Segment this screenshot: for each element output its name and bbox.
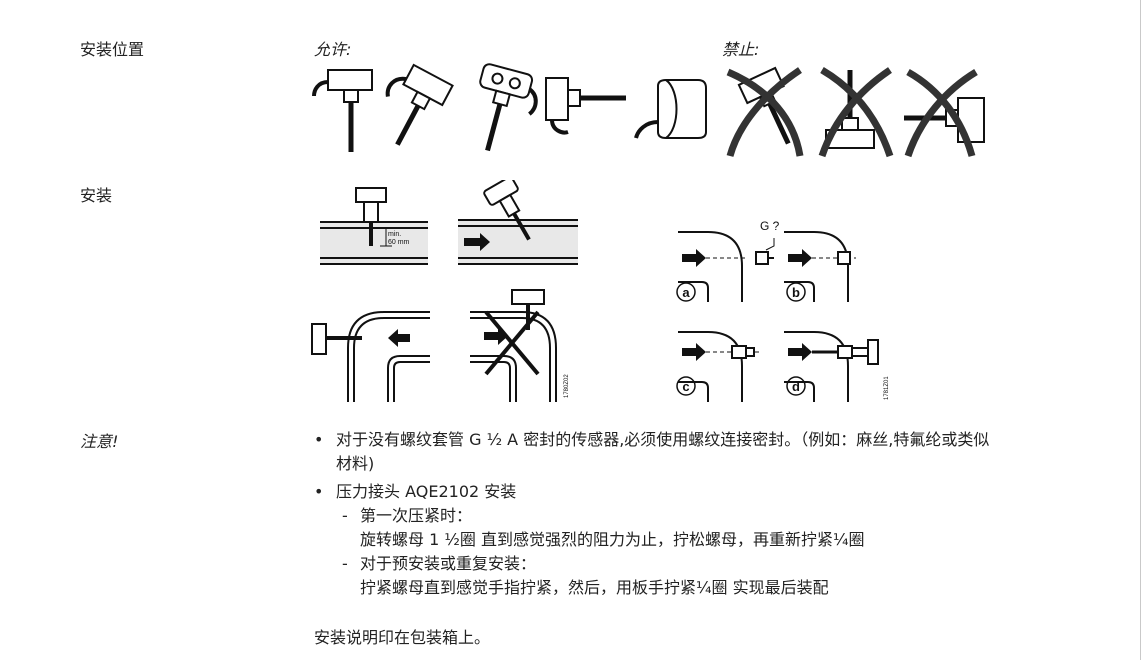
min-label: min. bbox=[388, 231, 401, 238]
step-b bbox=[784, 231, 856, 302]
allowed-position-glands bbox=[479, 63, 538, 152]
note-bullet-compression-title: 压力接头 AQE2102 安装 bbox=[336, 482, 517, 501]
dash-marker: - bbox=[342, 506, 348, 525]
dash-marker: - bbox=[342, 554, 348, 573]
pipe-elbow-sensor bbox=[311, 311, 430, 402]
allowed-position-vertical bbox=[312, 69, 373, 152]
section-label-install: 安装 bbox=[80, 186, 113, 205]
note-bullet-compression-fitting: 压力接头 AQE2102 安装 - 第一次压紧时： 旋转螺母 1 ½圈 直到感觉… bbox=[314, 480, 994, 600]
step-c bbox=[676, 331, 762, 402]
min-value: 60 mm bbox=[388, 239, 410, 246]
step-d bbox=[784, 331, 879, 402]
compression-sublist: - 第一次压紧时： 旋转螺母 1 ½圈 直到感觉强烈的阻力为止，拧松螺母，再重新… bbox=[336, 504, 994, 600]
step-label-c: c bbox=[682, 379, 689, 394]
pipe-elbow-forbidden bbox=[470, 289, 557, 402]
allowed-position-flat bbox=[634, 79, 707, 139]
step-label-d: d bbox=[792, 379, 800, 394]
section-label-note: 注意! bbox=[80, 432, 119, 451]
closing-note: 安装说明印在包装箱上。 bbox=[314, 628, 491, 647]
step-label-a: a bbox=[682, 285, 690, 300]
mounting-position-figures bbox=[312, 63, 985, 158]
notes-list: 对于没有螺纹套管 G ½ A 密封的传感器,必须使用螺纹连接密封。（例如：麻丝,… bbox=[314, 428, 994, 600]
forbidden-position-sideways bbox=[904, 68, 985, 158]
sub-item-first-tighten: - 第一次压紧时： 旋转螺母 1 ½圈 直到感觉强烈的阻力为止，拧松螺母，再重新… bbox=[336, 504, 994, 552]
figure-code-1: 1780Z02 bbox=[564, 374, 570, 398]
allowed-position-horizontal bbox=[545, 77, 626, 135]
sub-item-repeat-title: 对于预安装或重复安装： bbox=[360, 554, 537, 573]
installation-pipe-figures: min. 60 mm 1780Z02 bbox=[311, 180, 578, 402]
allowed-label: 允许: bbox=[314, 40, 352, 59]
sub-item-repeat-detail: 拧紧螺母直到感觉手指拧紧，然后，用板手拧紧¼圈 实现最后装配 bbox=[360, 578, 829, 597]
note-bullet-thread-seal: 对于没有螺纹套管 G ½ A 密封的传感器,必须使用螺纹连接密封。（例如：麻丝,… bbox=[314, 428, 994, 476]
forbidden-label: 禁止: bbox=[722, 40, 760, 59]
allowed-position-tilted bbox=[385, 63, 454, 146]
section-label-position: 安装位置 bbox=[80, 40, 145, 59]
pipe-straight-angled-sensor bbox=[458, 180, 578, 265]
step-label-b: b bbox=[792, 285, 800, 300]
forbidden-position-upside-down bbox=[818, 66, 894, 158]
sub-item-first-title: 第一次压紧时： bbox=[360, 506, 473, 525]
notes-block: 对于没有螺纹套管 G ½ A 密封的传感器,必须使用螺纹连接密封。（例如：麻丝,… bbox=[314, 428, 994, 600]
forbidden-position-tilted-up bbox=[726, 66, 804, 157]
sub-item-repeat-install: - 对于预安装或重复安装： 拧紧螺母直到感觉手指拧紧，然后，用板手拧紧¼圈 实现… bbox=[336, 552, 994, 600]
sub-item-first-detail: 旋转螺母 1 ½圈 直到感觉强烈的阻力为止，拧松螺母，再重新拧紧¼圈 bbox=[360, 530, 865, 549]
page-edge-line bbox=[1140, 0, 1141, 660]
figure-code-2: 1781Z01 bbox=[884, 376, 890, 400]
thread-question: G ? bbox=[760, 219, 780, 233]
pipe-straight-vertical-sensor bbox=[320, 187, 428, 265]
installation-step-figures: G ? a b c d 1781Z01 bbox=[676, 219, 890, 402]
step-a bbox=[676, 231, 775, 302]
